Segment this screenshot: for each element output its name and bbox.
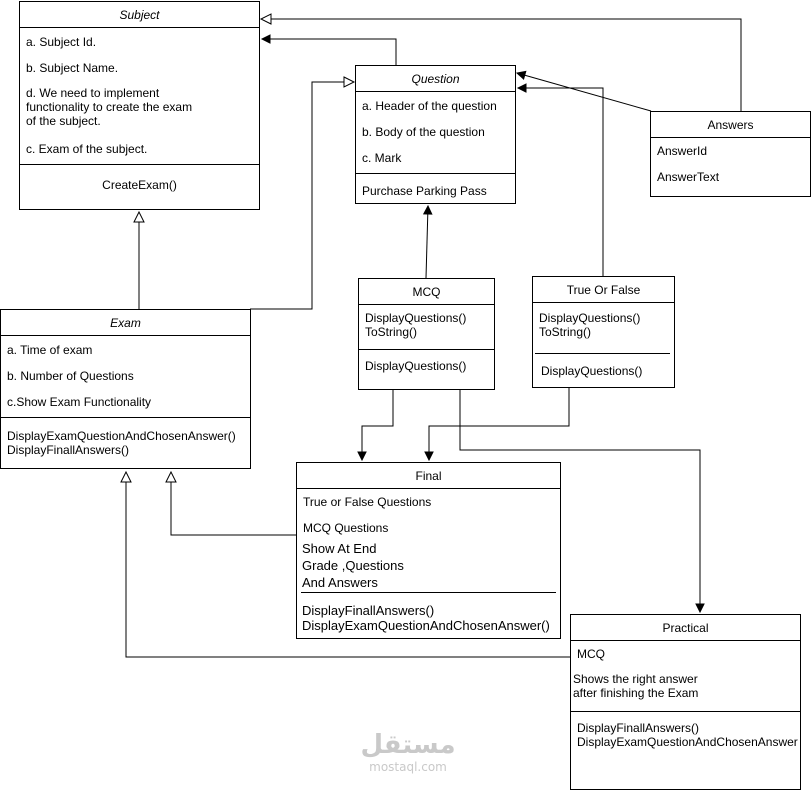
edge-answers-subject bbox=[259, 13, 742, 111]
subject-method-createexam: CreateExam() bbox=[102, 178, 177, 192]
edge-question-subject bbox=[260, 34, 397, 65]
edge-truefalse-final bbox=[424, 388, 570, 462]
final-methods: DisplayFinallAnswers() DisplayExamQuesti… bbox=[302, 603, 550, 633]
mcq-attrs: DisplayQuestions() ToString() bbox=[365, 311, 467, 339]
edge-mcq-final bbox=[357, 390, 394, 462]
exam-separator bbox=[1, 417, 250, 418]
edge-answers-question bbox=[515, 70, 652, 112]
question-method: Purchase Parking Pass bbox=[362, 184, 487, 198]
question-separator bbox=[356, 173, 515, 174]
final-attr-show-at-end: Show At End Grade ,Questions And Answers bbox=[302, 541, 404, 590]
class-exam-title: Exam bbox=[1, 310, 250, 336]
class-question-title: Question bbox=[356, 66, 515, 92]
final-attr-mcq: MCQ Questions bbox=[303, 521, 389, 535]
class-answers-title: Answers bbox=[651, 112, 810, 138]
class-true-or-false[interactable]: True Or False DisplayQuestions() ToStrin… bbox=[532, 276, 675, 388]
truefalse-separator bbox=[535, 353, 670, 354]
exam-attr-time: a. Time of exam bbox=[7, 343, 93, 357]
answers-attr-id: AnswerId bbox=[657, 144, 708, 158]
practical-attr-mcq: MCQ bbox=[577, 647, 605, 661]
class-mcq-title: MCQ bbox=[359, 279, 494, 305]
mcq-method: DisplayQuestions() bbox=[365, 359, 467, 373]
class-truefalse-title: True Or False bbox=[533, 277, 674, 303]
question-attr-mark: c. Mark bbox=[362, 151, 402, 165]
subject-separator bbox=[20, 164, 259, 165]
question-attr-header: a. Header of the question bbox=[362, 99, 497, 113]
answers-attr-text: AnswerText bbox=[657, 170, 720, 184]
edge-mcq-practical bbox=[459, 390, 705, 614]
class-answers[interactable]: Answers AnswerId AnswerText bbox=[650, 111, 811, 197]
question-attr-body: b. Body of the question bbox=[362, 125, 485, 139]
subject-attr-exam: c. Exam of the subject. bbox=[26, 142, 148, 156]
watermark-logo: مستقل mostaql.com bbox=[358, 730, 458, 774]
watermark-latin: mostaql.com bbox=[369, 760, 447, 774]
class-practical[interactable]: Practical MCQ Shows the right answer aft… bbox=[570, 614, 801, 790]
edge-practical-exam bbox=[120, 470, 570, 658]
edge-exam-question bbox=[250, 76, 356, 310]
practical-attr-right-answer: Shows the right answer after finishing t… bbox=[573, 672, 699, 700]
mcq-separator bbox=[359, 349, 494, 350]
exam-methods: DisplayExamQuestionAndChosenAnswer() Dis… bbox=[7, 429, 236, 457]
exam-attr-functionality: c.Show Exam Functionality bbox=[7, 395, 152, 409]
practical-methods: DisplayFinallAnswers() DisplayExamQuesti… bbox=[577, 721, 798, 749]
final-attr-truefalse: True or False Questions bbox=[303, 495, 432, 509]
class-final-title: Final bbox=[297, 463, 560, 489]
edge-final-exam bbox=[165, 470, 296, 536]
class-mcq[interactable]: MCQ DisplayQuestions() ToString() Displa… bbox=[358, 278, 495, 390]
class-final[interactable]: Final True or False Questions MCQ Questi… bbox=[296, 462, 561, 639]
subject-attr-name: b. Subject Name. bbox=[26, 61, 119, 75]
edge-truefalse-question bbox=[516, 83, 604, 276]
subject-attr-functionality: d. We need to implement functionality to… bbox=[26, 86, 193, 128]
class-practical-title: Practical bbox=[571, 615, 800, 641]
final-separator bbox=[301, 592, 556, 593]
class-question[interactable]: Question a. Header of the question b. Bo… bbox=[355, 65, 516, 204]
edge-mcq-question bbox=[422, 204, 433, 279]
subject-attr-id: a. Subject Id. bbox=[26, 35, 97, 49]
practical-separator bbox=[571, 711, 800, 712]
watermark-arabic: مستقل bbox=[360, 730, 456, 760]
class-subject[interactable]: Subject a. Subject Id. b. Subject Name. … bbox=[19, 1, 260, 210]
truefalse-attrs: DisplayQuestions() ToString() bbox=[539, 311, 641, 339]
class-subject-title: Subject bbox=[20, 2, 259, 28]
class-exam[interactable]: Exam a. Time of exam b. Number of Questi… bbox=[0, 309, 251, 469]
truefalse-method: DisplayQuestions() bbox=[541, 364, 643, 378]
exam-attr-count: b. Number of Questions bbox=[7, 369, 134, 383]
